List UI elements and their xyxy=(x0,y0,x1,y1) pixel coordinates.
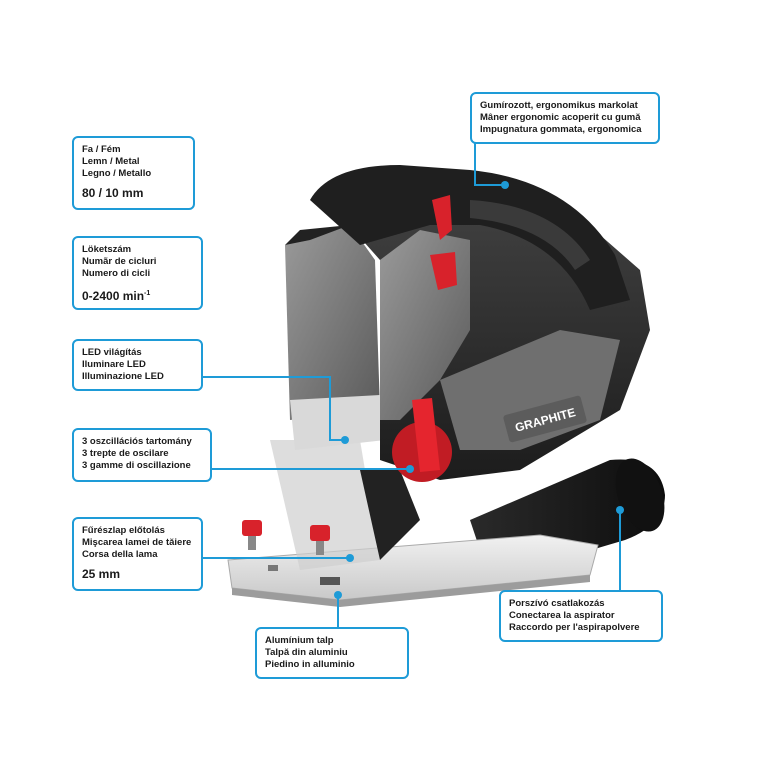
blade-holder xyxy=(360,470,420,560)
strokes-line-2: Numãr de cicluri xyxy=(82,256,157,267)
leader-lines xyxy=(203,125,624,630)
callout-led-light: LED világítás Iluminare LED Illuminazion… xyxy=(72,339,203,391)
oscillation-line-2: 3 trepte de oscilare xyxy=(82,448,169,459)
blade-feed-line-2: Mişcarea lamei de tăiere xyxy=(82,537,192,548)
callout-ergonomic-handle: Gumírozott, ergonomikus markolat Mâner e… xyxy=(470,92,660,144)
base-knob-left xyxy=(242,520,262,550)
blade-guard xyxy=(270,440,380,570)
strokes-line-1: Löketszám xyxy=(82,244,132,255)
led-window xyxy=(290,395,385,450)
vacuum-line-3: Raccordo per l'aspirapolvere xyxy=(509,622,640,633)
vacuum-line-1: Porszívó csatlakozás xyxy=(509,598,605,609)
led-line-3: Illuminazione LED xyxy=(82,371,164,382)
cutting-line-2: Lemn / Metal xyxy=(82,156,140,167)
cutting-value: 80 / 10 mm xyxy=(82,186,144,200)
base-knob-right xyxy=(310,525,330,555)
cutting-line-3: Legno / Metallo xyxy=(82,168,152,179)
callout-stroke-rate: Löketszám Numãr de cicluri Numero di cic… xyxy=(72,236,203,310)
callout-oscillation: 3 oszcillációs tartomány 3 trepte de osc… xyxy=(72,428,212,482)
strokes-line-3: Numero di cicli xyxy=(82,268,151,279)
blade-feed-line-3: Corsa della lama xyxy=(82,549,158,560)
lock-button xyxy=(430,252,457,290)
blade-feed-line-1: Fűrészlap előtolás xyxy=(82,525,165,536)
vacuum-line-2: Conectarea la aspirator xyxy=(509,610,615,621)
strokes-value: 0-2400 min-1 xyxy=(82,289,151,303)
ergonomic-handle xyxy=(310,165,630,310)
handle-line-3: Impugnatura gommata, ergonomica xyxy=(480,124,642,135)
front-column xyxy=(285,225,380,420)
cutting-line-1: Fa / Fém xyxy=(82,144,121,155)
handle-line-2: Mâner ergonomic acoperit cu gumă xyxy=(480,112,641,123)
base-line-3: Piedino in alluminio xyxy=(265,659,355,670)
oscillation-line-1: 3 oszcillációs tartomány xyxy=(82,436,192,447)
handle-line-1: Gumírozott, ergonomikus markolat xyxy=(480,100,638,111)
callout-blade-feed: Fűrészlap előtolás Mişcarea lamei de tăi… xyxy=(72,517,203,591)
base-line-2: Talpă din aluminiu xyxy=(265,647,348,658)
callout-cutting-capacity: Fa / Fém Lemn / Metal Legno / Metallo 80… xyxy=(72,136,195,210)
callout-vacuum-connection: Porszívó csatlakozás Conectarea la aspir… xyxy=(499,590,663,642)
blade-feed-value: 25 mm xyxy=(82,567,121,581)
aluminium-base xyxy=(227,534,599,607)
led-line-2: Iluminare LED xyxy=(82,359,146,370)
base-line-1: Alumínium talp xyxy=(265,635,334,646)
oscillation-line-3: 3 gamme di oscillazione xyxy=(82,460,191,471)
callout-aluminium-base: Alumínium talp Talpă din aluminiu Piedin… xyxy=(255,627,409,679)
led-line-1: LED világítás xyxy=(82,347,142,358)
trigger xyxy=(432,195,452,240)
